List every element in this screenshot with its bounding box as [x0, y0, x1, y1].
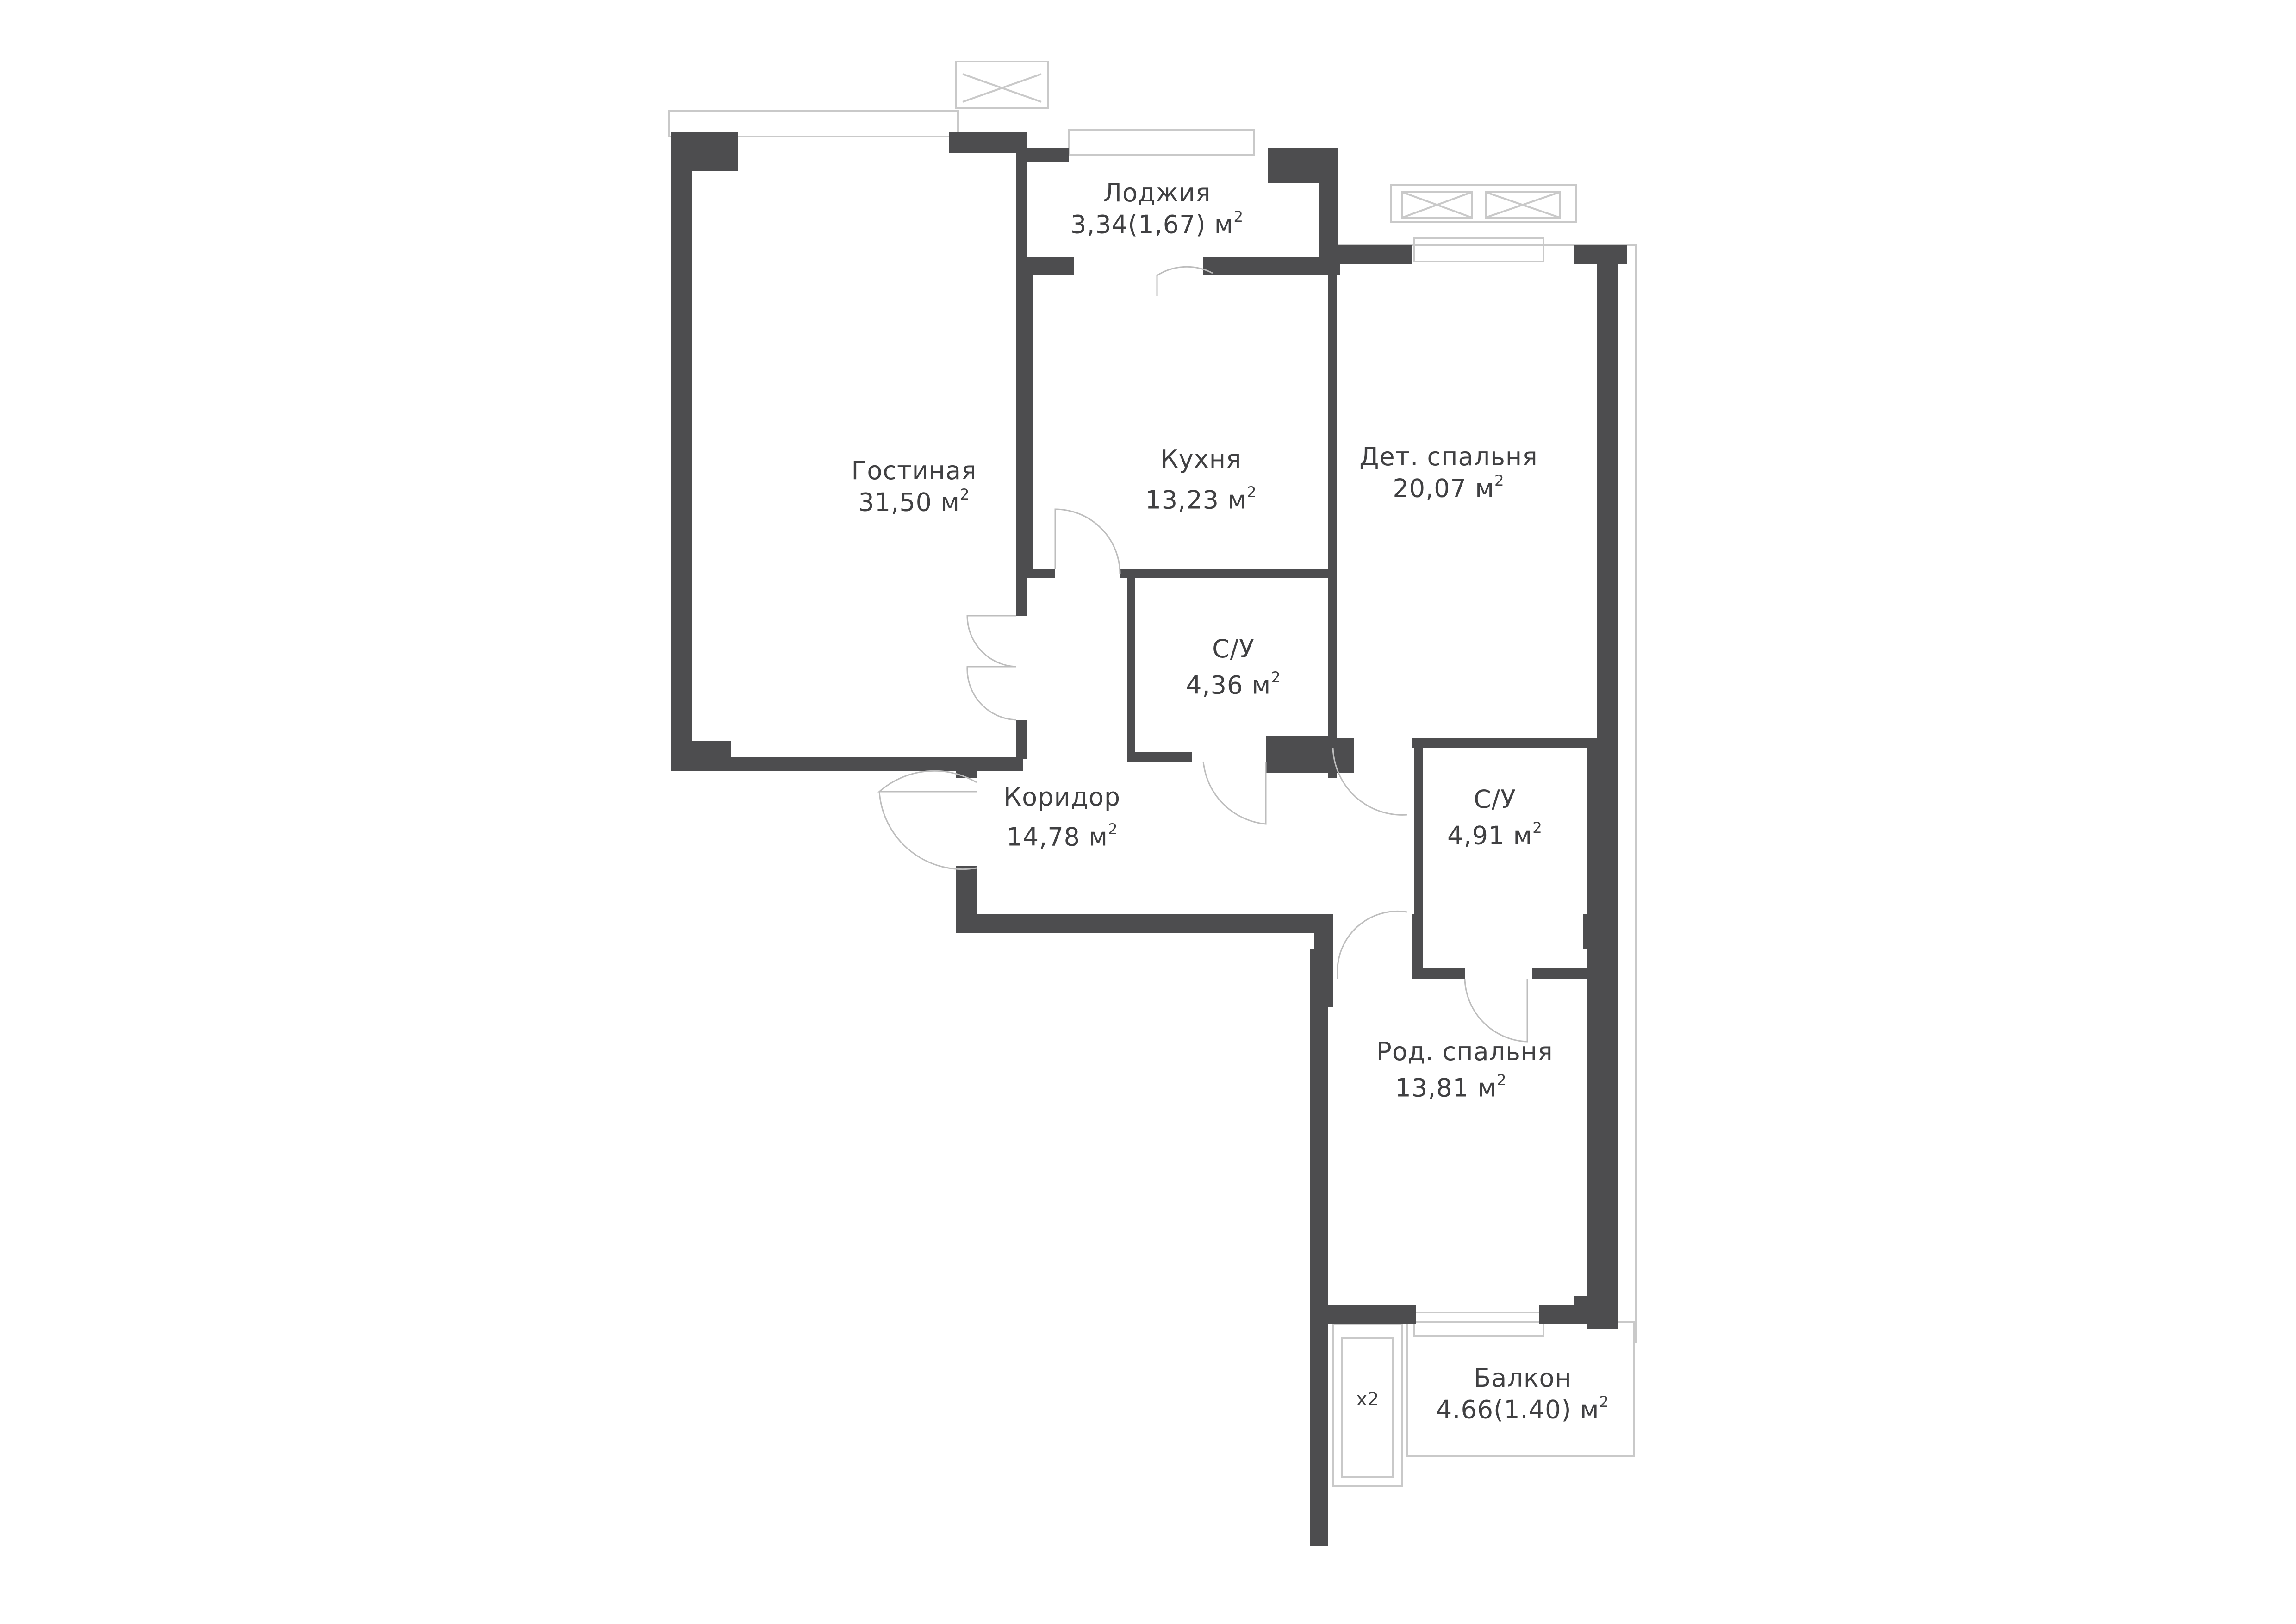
room-label-bathroom-2: С/У 4,91 м2 [1447, 785, 1543, 850]
room-area: 20,07 м2 [1393, 471, 1505, 503]
room-name: С/У [1474, 785, 1516, 814]
room-area: 4.66(1.40) м2 [1436, 1393, 1610, 1424]
room-area: 31,50 м2 [858, 485, 970, 517]
room-label-kitchen: Кухня 13,23 м2 [1145, 444, 1257, 515]
room-label-balcony: Балкон 4.66(1.40) м2 [1436, 1363, 1609, 1424]
walls [671, 132, 1627, 1546]
room-label-loggia: Лоджия 3,34(1,67) м2 [1070, 178, 1244, 239]
room-label-kids-bedroom: Дет. спальня 20,07 м2 [1359, 442, 1537, 503]
room-area: 4,91 м2 [1447, 818, 1543, 850]
room-area: 3,34(1,67) м2 [1070, 207, 1244, 239]
room-area: 13,81 м2 [1395, 1071, 1507, 1103]
thin-outlines [668, 61, 1637, 1487]
room-name: Кухня [1160, 444, 1242, 474]
room-area: 4,36 м2 [1186, 668, 1281, 700]
room-name: Род. спальня [1376, 1037, 1553, 1066]
room-label-bathroom-1: С/У 4,36 м2 [1186, 634, 1281, 700]
room-label-corridor: Коридор 14,78 м2 [1004, 782, 1120, 852]
room-label-parents-bedroom: Род. спальня 13,81 м2 [1376, 1037, 1553, 1103]
room-label-living: Гостиная 31,50 м2 [851, 456, 977, 517]
room-name: С/У [1212, 634, 1255, 663]
room-area: 14,78 м2 [1006, 820, 1118, 852]
room-name: Коридор [1003, 782, 1121, 812]
door-swings [877, 266, 1528, 1043]
room-name: Балкон [1474, 1363, 1572, 1393]
window-multiplier-label: x2 [1356, 1389, 1379, 1410]
room-name: Гостиная [851, 456, 977, 485]
room-area: 13,23 м2 [1145, 483, 1257, 515]
room-name: Лоджия [1103, 178, 1211, 207]
room-name: Дет. спальня [1359, 442, 1538, 471]
